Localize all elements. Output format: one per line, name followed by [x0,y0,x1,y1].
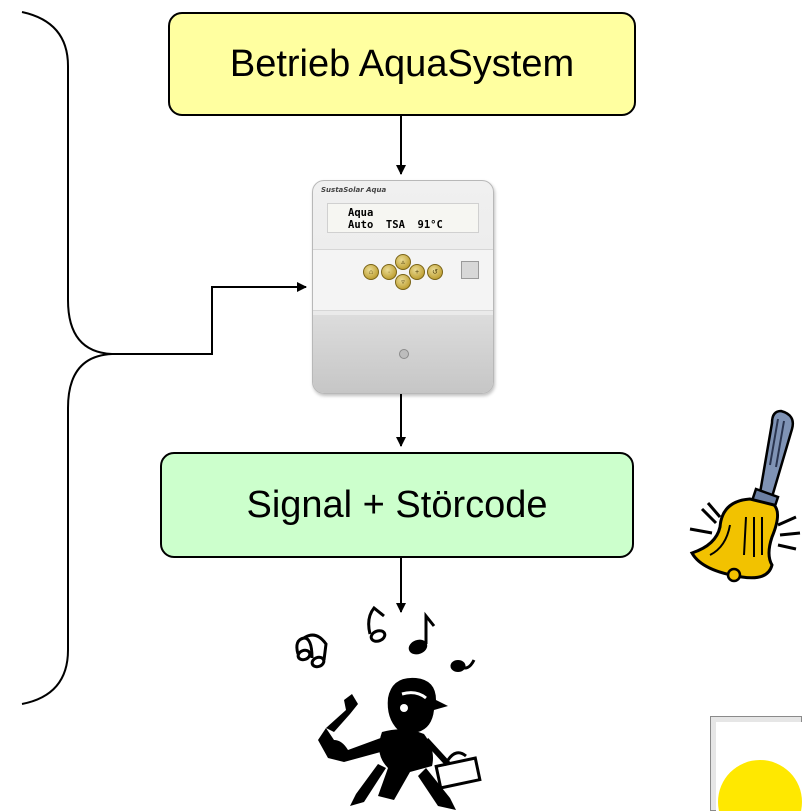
down-button[interactable]: ▿ [395,274,411,290]
solar-controller-device: SustaSolar Aqua Aqua Auto TSA 91°C ⌂ · ▵… [312,180,494,394]
operation-step-label: Betrieb AquaSystem [229,42,575,85]
signal-step-label: Signal + Störcode [246,483,548,526]
feedback-arrow [112,282,307,355]
controller-brand: SustaSolar Aqua [321,186,387,194]
operation-step-box: Betrieb AquaSystem [168,12,636,116]
menu-button[interactable]: · [381,264,397,280]
sun-icon [710,716,802,811]
display-line-1: Aqua [348,207,374,219]
back-button[interactable]: ↺ [427,264,443,280]
music-notes-icon [295,605,476,672]
signal-step-box: Signal + Störcode [160,452,634,558]
bell-icon [689,409,801,583]
status-led-icon [399,349,409,359]
up-button[interactable]: ▵ [395,254,411,270]
brand-logo-icon [461,261,479,279]
home-button[interactable]: ⌂ [363,264,379,280]
ok-button[interactable]: + [409,264,425,280]
feedback-brace [21,11,113,705]
controller-display: Aqua Auto TSA 91°C [327,203,479,233]
display-line-2: Auto TSA 91°C [348,219,443,231]
technician-icon [295,605,482,810]
